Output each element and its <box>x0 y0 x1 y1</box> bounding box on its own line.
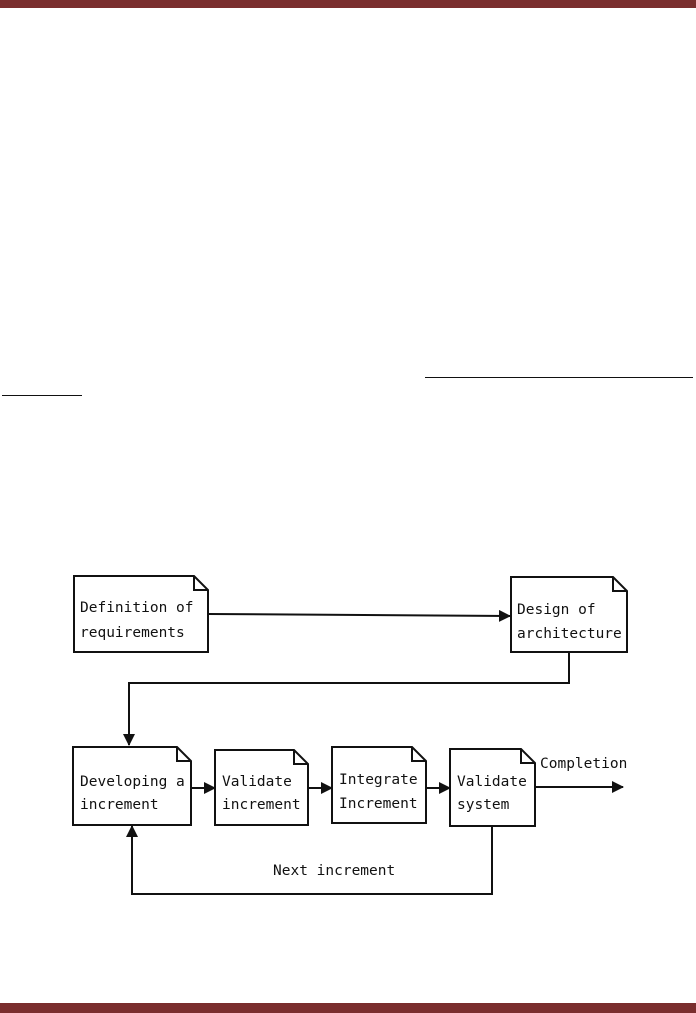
document-box-shape <box>510 576 628 653</box>
edge-next-increment-loop <box>126 825 493 895</box>
edge-definition-to-design <box>207 609 511 622</box>
node-integrate-increment: Integrate Increment <box>331 746 427 824</box>
document-box-shape <box>73 575 209 653</box>
node-label-line: requirements <box>80 625 185 641</box>
edge-label-next-increment: Next increment <box>273 863 395 879</box>
node-label-line: increment <box>222 797 301 813</box>
node-label-line: Validate <box>222 774 292 790</box>
document-box-shape <box>72 746 192 826</box>
node-validate-system: Validate system <box>449 748 536 827</box>
node-developing-an-increment: Developing a increment <box>72 746 192 826</box>
node-label-line: Validate <box>457 774 527 790</box>
node-design-of-architecture: Design of architecture <box>510 576 628 653</box>
edge-label-completion: Completion <box>540 756 627 772</box>
node-label-line: Design of <box>517 602 596 618</box>
document-box-shape <box>331 746 427 824</box>
node-label-line: Increment <box>339 796 418 812</box>
underline-link-fragment-1 <box>425 377 693 378</box>
edge-design-to-developing <box>123 652 570 746</box>
underline-link-fragment-2 <box>2 395 82 396</box>
document-box-shape <box>214 749 309 826</box>
node-definition-of-requirements: Definition of requirements <box>73 575 209 653</box>
node-label-line: Integrate <box>339 772 418 788</box>
node-label-line: Developing a <box>80 774 185 790</box>
top-accent-bar <box>0 0 696 8</box>
node-label-line: architecture <box>517 626 622 642</box>
node-label-line: Definition of <box>80 600 194 616</box>
node-label-line: system <box>457 797 510 813</box>
node-label-line: increment <box>80 797 159 813</box>
node-validate-increment: Validate increment <box>214 749 309 826</box>
bottom-accent-bar <box>0 1003 696 1013</box>
document-box-shape <box>449 748 536 827</box>
